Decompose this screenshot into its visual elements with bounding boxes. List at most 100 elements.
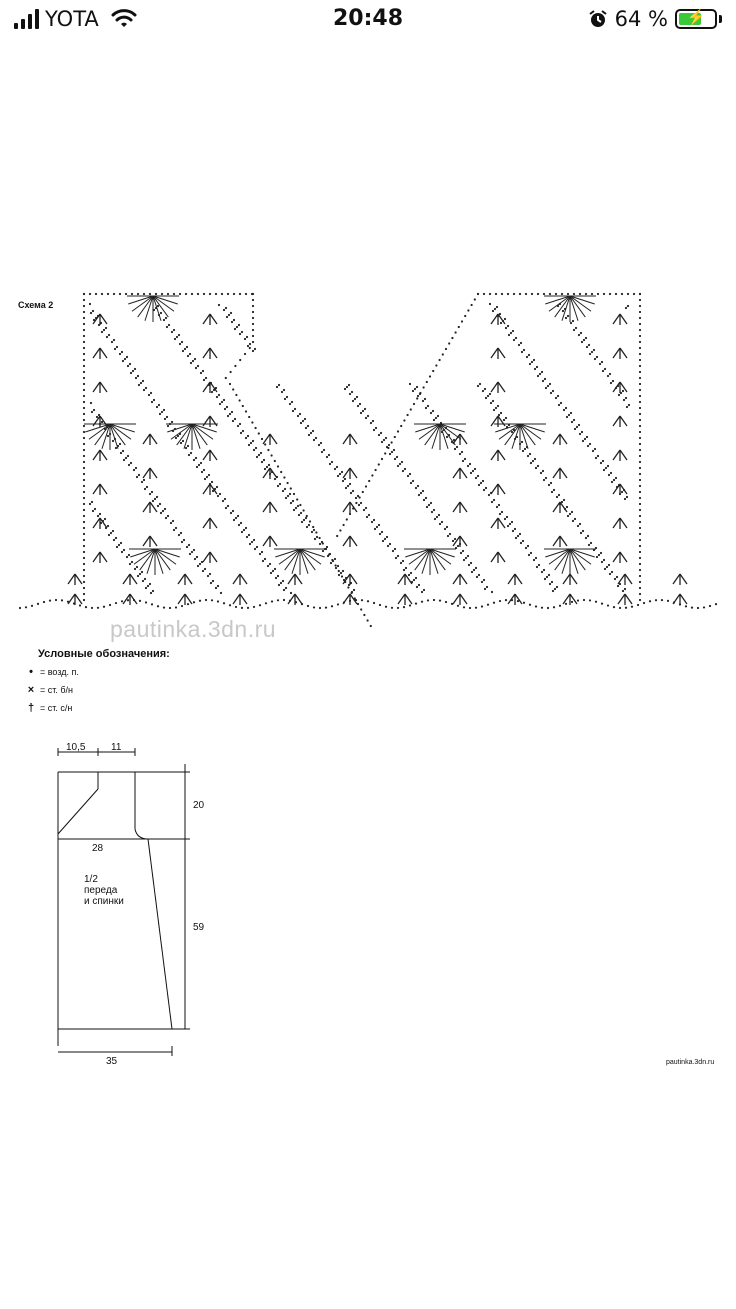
chain-dot bbox=[146, 584, 150, 588]
chain-dot bbox=[528, 362, 532, 366]
chain-dot bbox=[241, 429, 245, 433]
chain-dot bbox=[82, 322, 86, 326]
chain-dot bbox=[82, 334, 86, 338]
chain-dot bbox=[593, 447, 597, 451]
chain-dot bbox=[232, 292, 236, 296]
chain-dot bbox=[488, 302, 492, 306]
chain-dot bbox=[566, 514, 570, 518]
fan-stitch bbox=[191, 423, 201, 449]
chain-dot bbox=[129, 461, 133, 465]
fan-stitch bbox=[418, 423, 441, 440]
chain-dot bbox=[377, 433, 381, 437]
chain-dot bbox=[174, 436, 178, 440]
dim-armhole-height: 20 bbox=[193, 800, 205, 811]
chain-dot bbox=[580, 430, 584, 434]
chain-dot bbox=[573, 517, 577, 521]
shell-stitch bbox=[92, 483, 108, 495]
chain-dot bbox=[357, 503, 361, 507]
image-viewer[interactable]: Схема 2 pautinka.3dn.ru Условные обознач… bbox=[0, 44, 736, 1309]
chain-dot bbox=[407, 573, 411, 577]
chain-dot bbox=[126, 599, 130, 602]
fan-stitch bbox=[133, 548, 156, 565]
chain-dot bbox=[215, 485, 219, 489]
chain-dot bbox=[210, 390, 214, 394]
chain-dot bbox=[264, 602, 268, 605]
chain-dot bbox=[149, 391, 153, 395]
chain-dot bbox=[238, 422, 242, 426]
chain-dot bbox=[111, 529, 115, 533]
chain-dot bbox=[541, 379, 545, 383]
chain-dot bbox=[98, 512, 102, 516]
chain-dot bbox=[457, 325, 460, 329]
chain-dot bbox=[550, 580, 554, 584]
shell-stitch bbox=[202, 313, 218, 325]
chain-dot bbox=[278, 482, 282, 486]
chain-dot bbox=[569, 321, 573, 325]
chain-dot bbox=[535, 565, 539, 569]
fan-stitch bbox=[421, 548, 431, 574]
chain-dot bbox=[244, 292, 248, 296]
chain-dot bbox=[379, 431, 383, 435]
chain-dot bbox=[196, 564, 200, 568]
shell-stitch bbox=[612, 449, 628, 461]
chain-dot bbox=[229, 370, 232, 374]
chain-dot bbox=[498, 512, 502, 516]
chain-dot bbox=[563, 307, 567, 311]
chain-dot bbox=[208, 572, 212, 576]
fan-stitch bbox=[519, 423, 545, 433]
chain-dot bbox=[543, 377, 547, 381]
chain-dot bbox=[82, 442, 86, 446]
chain-dot bbox=[198, 599, 202, 602]
legend-text: = возд. п. bbox=[40, 667, 79, 677]
chain-dot bbox=[517, 343, 521, 347]
chain-dot bbox=[116, 444, 120, 448]
chain-dot bbox=[229, 511, 233, 515]
chain-dot bbox=[360, 599, 364, 602]
chain-dot bbox=[135, 565, 139, 569]
chain-dot bbox=[409, 481, 413, 485]
chain-dot bbox=[157, 403, 161, 407]
chain-dot bbox=[203, 567, 207, 571]
chain-dot bbox=[388, 452, 392, 456]
chain-dot bbox=[239, 358, 242, 362]
chain-dot bbox=[585, 435, 589, 439]
chain-dot bbox=[232, 318, 236, 322]
chain-dot bbox=[527, 553, 531, 557]
chain-dot bbox=[251, 304, 255, 308]
chain-dot bbox=[120, 550, 124, 554]
chain-dot bbox=[374, 468, 377, 472]
chain-dot bbox=[359, 501, 363, 505]
fan-stitch bbox=[101, 423, 111, 449]
chain-dot bbox=[106, 434, 110, 438]
chain-dot bbox=[121, 449, 125, 453]
battery-percent: 64 % bbox=[614, 7, 668, 31]
chain-dot bbox=[92, 408, 96, 412]
chain-dot bbox=[283, 476, 286, 479]
chain-dot bbox=[591, 449, 595, 453]
fan-stitch bbox=[429, 548, 446, 571]
chain-dot bbox=[104, 326, 108, 330]
chain-dot bbox=[648, 600, 652, 603]
chain-dot bbox=[571, 319, 575, 323]
chain-dot bbox=[90, 410, 94, 414]
chain-dot bbox=[96, 606, 100, 609]
chain-dot bbox=[403, 467, 407, 471]
chain-dot bbox=[638, 400, 642, 404]
chain-dot bbox=[356, 404, 360, 408]
chain-dot bbox=[424, 496, 428, 500]
chain-dot bbox=[549, 391, 553, 395]
chain-dot bbox=[426, 404, 430, 408]
chain-dot bbox=[638, 592, 642, 596]
chain-dot bbox=[622, 488, 626, 492]
chain-dot bbox=[218, 402, 222, 406]
chain-dot bbox=[475, 575, 479, 579]
chain-dot bbox=[512, 338, 516, 342]
shell-stitch bbox=[452, 573, 468, 585]
chain-dot bbox=[577, 333, 581, 337]
chain-dot bbox=[180, 604, 184, 608]
legend-text: = ст. с/н bbox=[40, 703, 73, 713]
fan-stitch bbox=[152, 295, 169, 318]
chain-dot bbox=[186, 354, 190, 358]
chain-dot bbox=[624, 396, 628, 400]
chain-dot bbox=[569, 411, 573, 415]
